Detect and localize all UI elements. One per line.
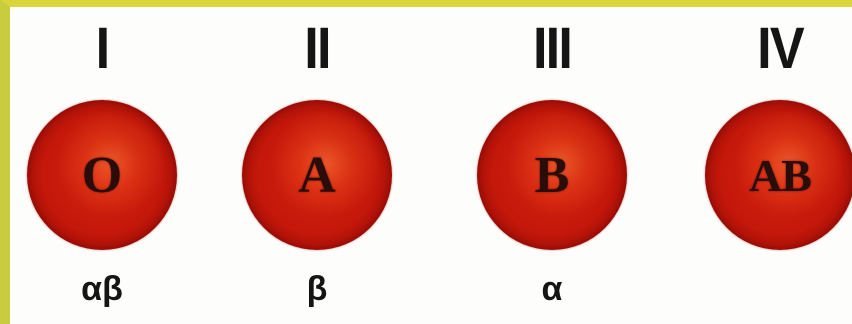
red-blood-cell: AB <box>705 100 852 250</box>
blood-group-3: III B α <box>472 7 632 324</box>
antigen-label: B <box>477 100 627 250</box>
blood-group-1: I O αβ <box>22 7 182 324</box>
red-blood-cell: A <box>242 100 392 250</box>
red-blood-cell: B <box>477 100 627 250</box>
blood-group-4: IV AB <box>700 7 852 324</box>
antibody-label: αβ <box>22 269 182 309</box>
red-blood-cell: O <box>27 100 177 250</box>
blood-group-2: II A β <box>237 7 397 324</box>
antigen-label: A <box>242 100 392 250</box>
antibody-label: α <box>472 269 632 309</box>
antigen-label: AB <box>705 100 852 250</box>
group-numeral: I <box>30 17 174 81</box>
group-numeral: III <box>480 17 624 81</box>
group-numeral: II <box>245 17 389 81</box>
antigen-label: O <box>27 100 177 250</box>
antibody-label: β <box>237 269 397 309</box>
group-numeral: IV <box>708 17 852 81</box>
